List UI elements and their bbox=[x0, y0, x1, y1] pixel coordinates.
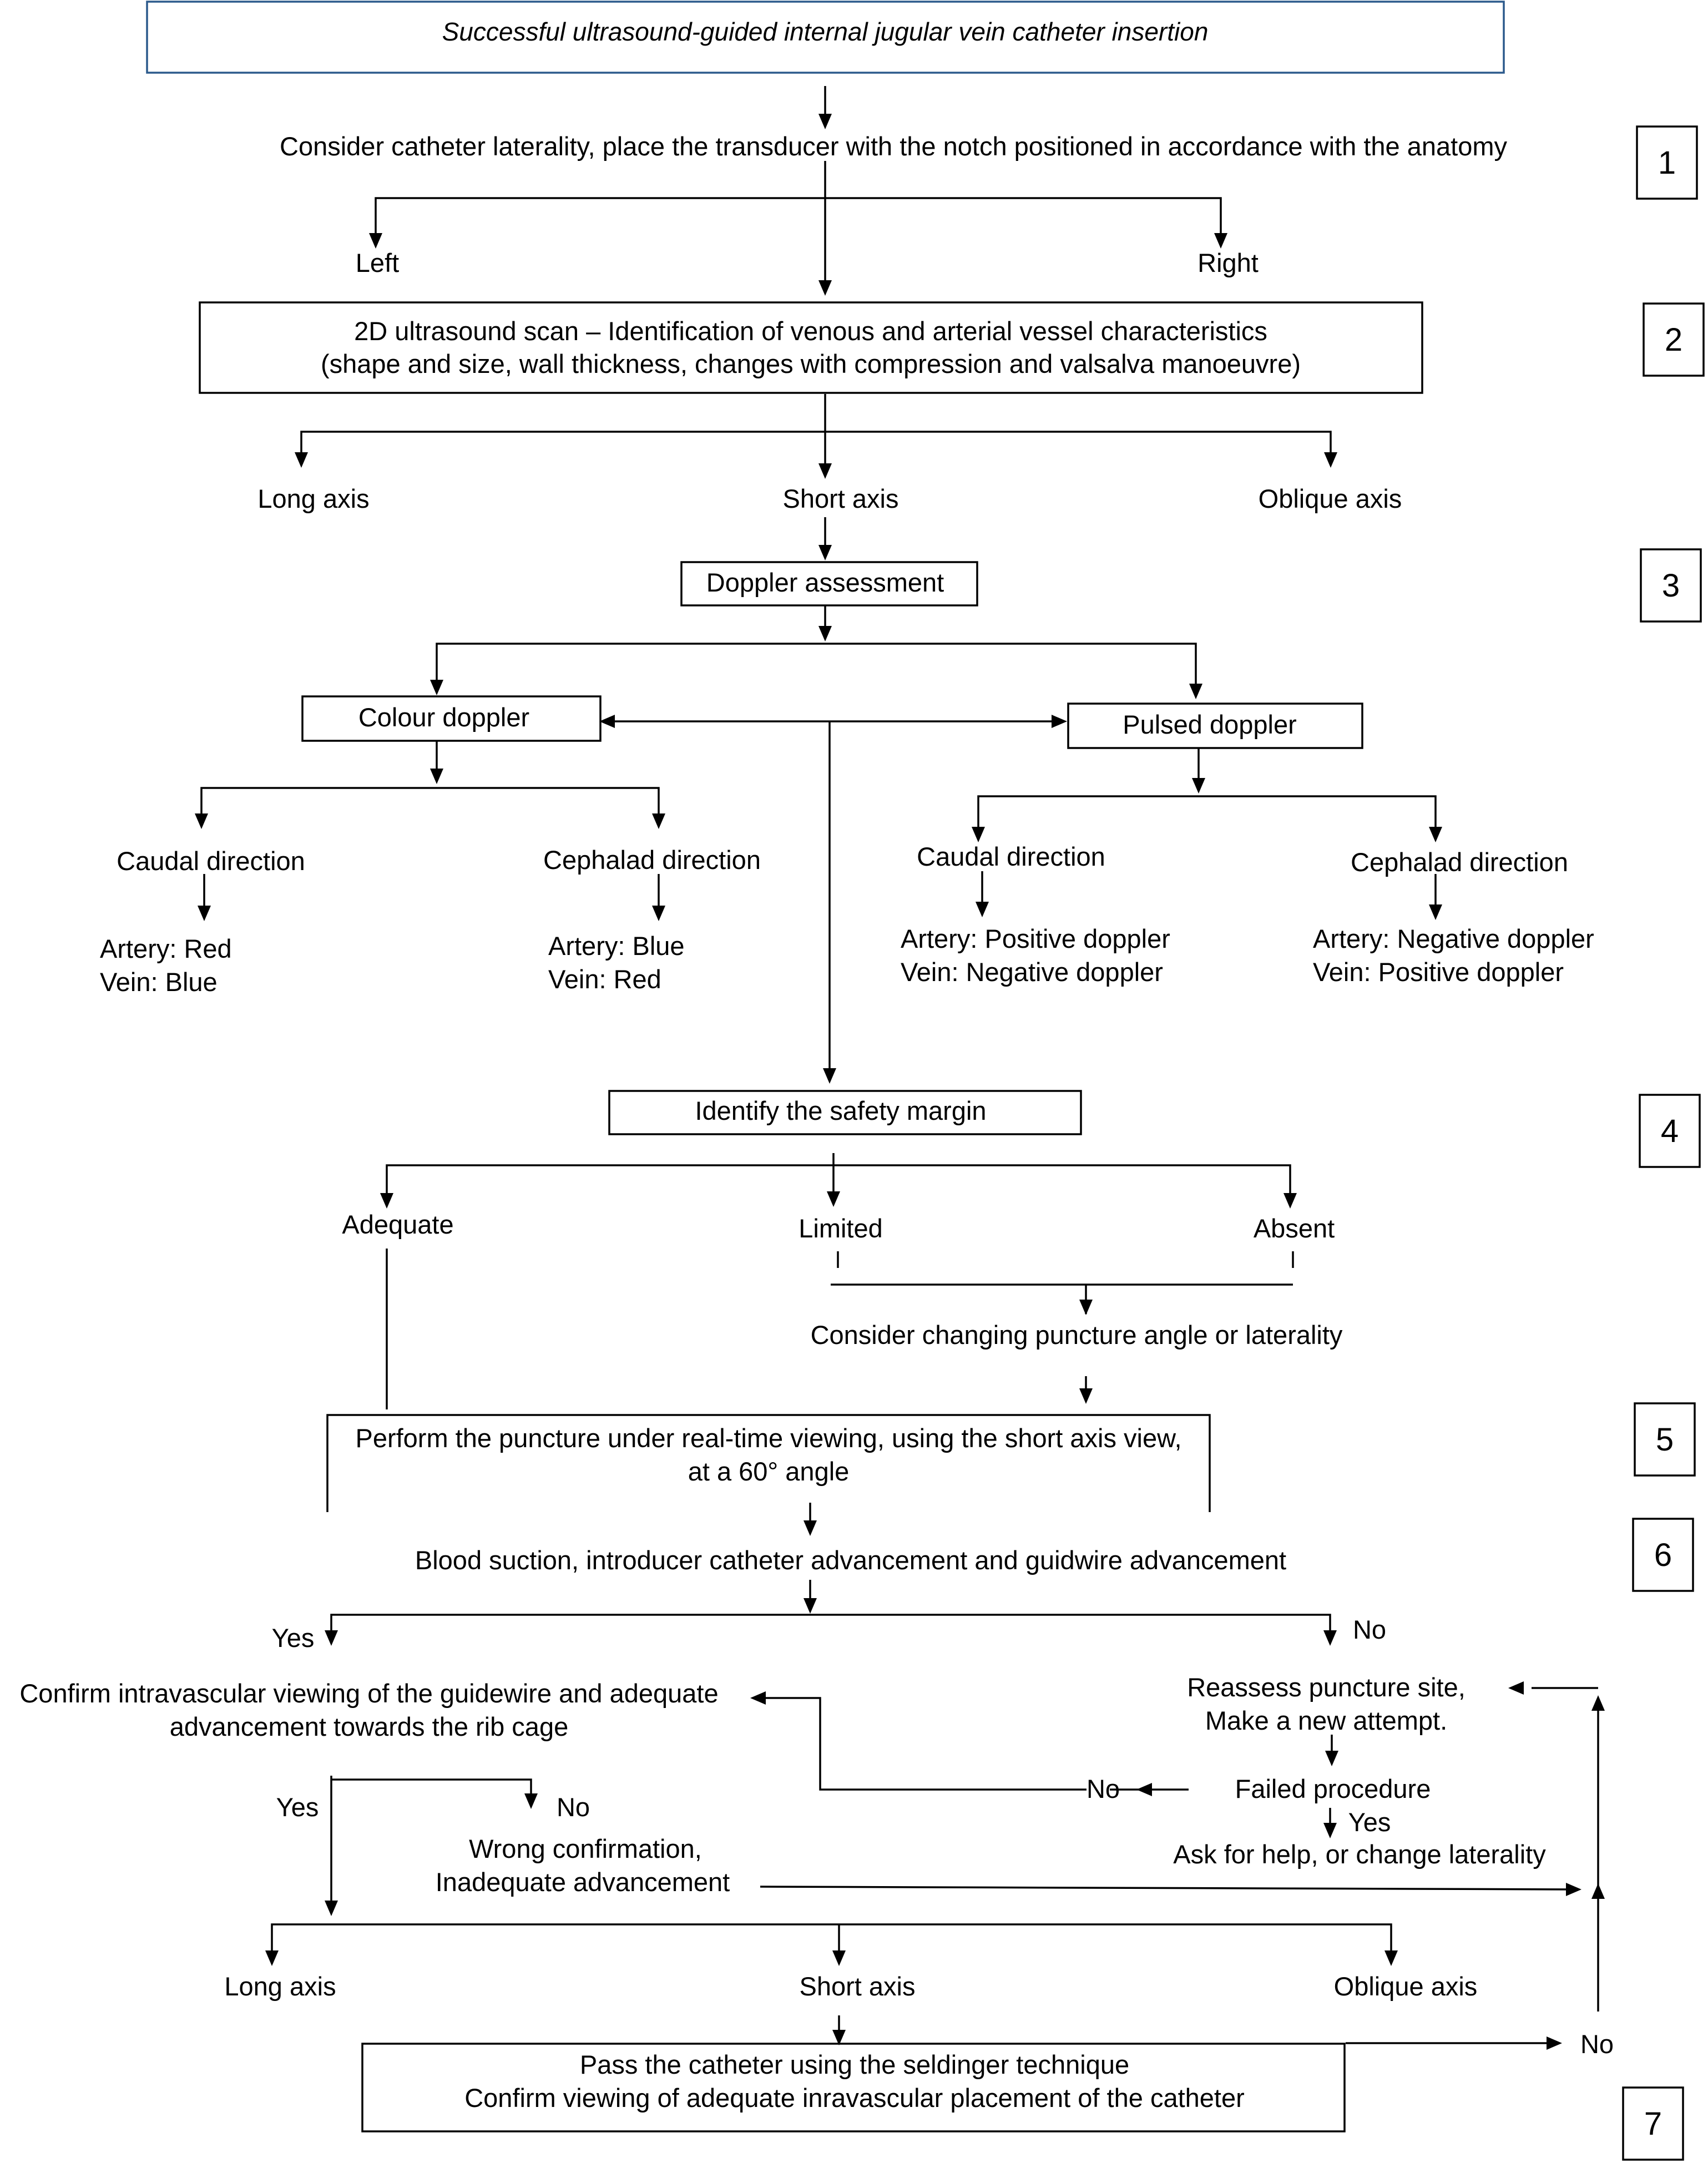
step-number-box-2 bbox=[1643, 302, 1705, 377]
confirm-yes-label: Yes bbox=[276, 1792, 319, 1822]
wrong-confirmation-line2: Inadequate advancement bbox=[436, 1867, 730, 1897]
ultrasound-scan-line2: (shape and size, wall thickness, changes… bbox=[321, 349, 1301, 378]
step-number-box-3 bbox=[1640, 548, 1702, 623]
doppler-assessment-label: Doppler assessment bbox=[706, 568, 944, 597]
step-number-box-4 bbox=[1639, 1094, 1701, 1168]
colour-doppler-box bbox=[301, 695, 602, 742]
step-number-box-7 bbox=[1622, 2086, 1684, 2161]
ultrasound-scan-line1: 2D ultrasound scan – Identification of v… bbox=[354, 316, 1267, 346]
ultrasound-scan-box bbox=[199, 301, 1423, 394]
colour-caudal-vein: Vein: Blue bbox=[100, 967, 218, 997]
step-number-6: 6 bbox=[1654, 1537, 1672, 1573]
pulsed-doppler-label: Pulsed doppler bbox=[1123, 710, 1297, 739]
arrowheads bbox=[195, 114, 1605, 2050]
confirm-guidewire-line1: Confirm intravascular viewing of the gui… bbox=[19, 1679, 718, 1708]
reassess-line2: Make a new attempt. bbox=[1205, 1706, 1447, 1735]
long-axis-label: Long axis bbox=[257, 484, 369, 513]
final-oblique-axis-label: Oblique axis bbox=[1334, 1972, 1478, 2001]
step-number-2: 2 bbox=[1665, 322, 1682, 358]
colour-doppler-label: Colour doppler bbox=[358, 703, 529, 732]
step-number-3: 3 bbox=[1662, 568, 1680, 604]
step-number-4: 4 bbox=[1661, 1113, 1679, 1149]
no-label: No bbox=[1353, 1615, 1386, 1644]
left-label: Left bbox=[356, 248, 399, 277]
pulsed-cephalad-label: Cephalad direction bbox=[1351, 847, 1568, 877]
puncture-line1: Perform the puncture under real-time vie… bbox=[355, 1423, 1181, 1453]
colour-caudal-artery: Artery: Red bbox=[100, 934, 232, 963]
blood-suction-label: Blood suction, introducer catheter advan… bbox=[415, 1545, 1286, 1575]
step-number-7: 7 bbox=[1644, 2106, 1662, 2142]
puncture-bracket bbox=[326, 1414, 1211, 1512]
pulsed-doppler-box bbox=[1067, 703, 1363, 749]
yes-label: Yes bbox=[272, 1623, 315, 1652]
pulsed-caudal-label: Caudal direction bbox=[917, 842, 1105, 871]
failed-procedure-label: Failed procedure bbox=[1235, 1774, 1431, 1803]
step-number-box-1 bbox=[1636, 125, 1698, 200]
safety-margin-label: Identify the safety margin bbox=[695, 1096, 986, 1125]
catheter-line2: Confirm viewing of adequate inravascular… bbox=[464, 2083, 1245, 2113]
right-label: Right bbox=[1197, 248, 1259, 277]
title-box bbox=[146, 1, 1505, 74]
puncture-line2: at a 60° angle bbox=[688, 1457, 850, 1486]
title: Successful ultrasound-guided internal ju… bbox=[442, 17, 1209, 46]
ask-help-label: Ask for help, or change laterality bbox=[1173, 1839, 1546, 1869]
doppler-assessment-box bbox=[680, 561, 978, 607]
final-long-axis-label: Long axis bbox=[224, 1972, 336, 2001]
oblique-axis-label: Oblique axis bbox=[1259, 484, 1402, 513]
reassess-line1: Reassess puncture site, bbox=[1187, 1672, 1466, 1702]
adequate-label: Adequate bbox=[342, 1210, 453, 1239]
colour-cephalad-artery: Artery: Blue bbox=[548, 931, 685, 961]
confirm-guidewire-line2: advancement towards the rib cage bbox=[170, 1712, 568, 1741]
failed-no-label: No bbox=[1087, 1774, 1120, 1803]
step-number-box-6 bbox=[1632, 1518, 1694, 1592]
limited-label: Limited bbox=[799, 1214, 883, 1243]
pulsed-caudal-artery: Artery: Positive doppler bbox=[901, 924, 1170, 953]
confirm-no-label: No bbox=[557, 1792, 590, 1822]
final-short-axis-label: Short axis bbox=[800, 1972, 916, 2001]
consider-changing-label: Consider changing puncture angle or late… bbox=[811, 1320, 1343, 1350]
absent-label: Absent bbox=[1254, 1214, 1335, 1243]
pulsed-cephalad-artery: Artery: Negative doppler bbox=[1313, 924, 1594, 953]
step-number-box-5 bbox=[1634, 1402, 1696, 1477]
step-number-1: 1 bbox=[1658, 145, 1676, 181]
short-axis-label: Short axis bbox=[783, 484, 899, 513]
catheter-pass-box bbox=[361, 2043, 1346, 2132]
colour-cephalad-label: Cephalad direction bbox=[543, 845, 761, 875]
catheter-line1: Pass the catheter using the seldinger te… bbox=[580, 2050, 1129, 2079]
safety-margin-box bbox=[608, 1090, 1082, 1135]
step-number-5: 5 bbox=[1656, 1422, 1674, 1458]
failed-yes-label: Yes bbox=[1348, 1807, 1391, 1837]
pulsed-caudal-vein: Vein: Negative doppler bbox=[901, 957, 1163, 987]
pulsed-cephalad-vein: Vein: Positive doppler bbox=[1313, 957, 1564, 987]
colour-caudal-label: Caudal direction bbox=[117, 846, 305, 876]
colour-cephalad-vein: Vein: Red bbox=[548, 964, 661, 994]
laterality-text: Consider catheter laterality, place the … bbox=[280, 132, 1507, 161]
wrong-confirmation-line1: Wrong confirmation, bbox=[469, 1834, 702, 1863]
catheter-no-label: No bbox=[1580, 2029, 1614, 2059]
